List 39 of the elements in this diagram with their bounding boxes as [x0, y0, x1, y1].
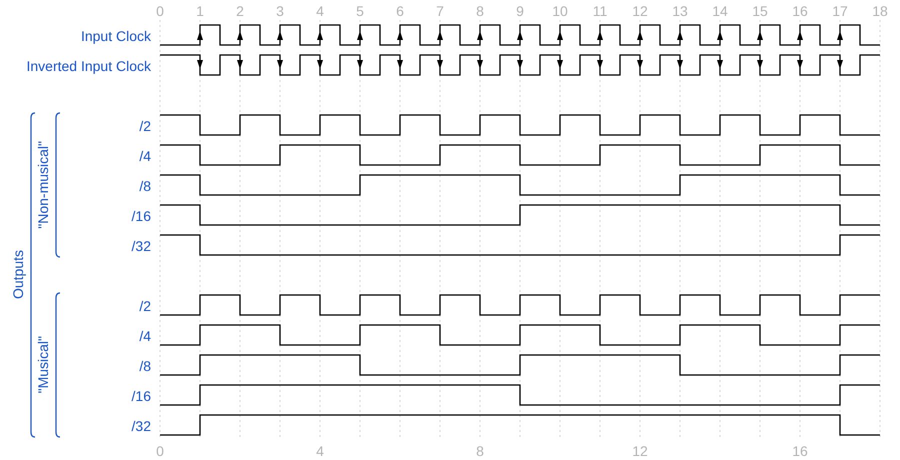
signal-label: Input Clock: [80, 28, 151, 44]
tick-label: 6: [396, 3, 404, 19]
signal-label: /2: [139, 118, 151, 134]
tick-label: 7: [436, 3, 444, 19]
group-label: "Non-musical": [35, 141, 51, 229]
tick-label: 1: [196, 3, 204, 19]
signal-label: /4: [139, 328, 151, 344]
tick-label: 12: [632, 443, 648, 459]
tick-label: 0: [156, 443, 164, 459]
signal-label: Inverted Input Clock: [26, 58, 151, 74]
signal-label: /16: [132, 388, 151, 404]
tick-label: 16: [792, 3, 808, 19]
tick-label: 8: [476, 3, 484, 19]
signal-label: /32: [132, 418, 151, 434]
tick-label: 11: [592, 3, 608, 19]
signal-label: /32: [132, 238, 151, 254]
tick-label: 0: [156, 3, 164, 19]
signal-label: /2: [139, 298, 151, 314]
tick-label: 8: [476, 443, 484, 459]
tick-label: 15: [752, 3, 768, 19]
tick-label: 3: [276, 3, 284, 19]
group-label: "Musical": [35, 336, 51, 394]
signal-label: /8: [139, 358, 151, 374]
tick-label: 9: [516, 3, 524, 19]
signal-label: /8: [139, 178, 151, 194]
tick-label: 13: [672, 3, 688, 19]
tick-label: 17: [832, 3, 848, 19]
group-label: Outputs: [10, 250, 26, 300]
tick-label: 2: [236, 3, 244, 19]
signal-label: /4: [139, 148, 151, 164]
tick-label: 16: [792, 443, 808, 459]
tick-label: 4: [316, 443, 324, 459]
signal-label: /16: [132, 208, 151, 224]
tick-label: 5: [356, 3, 364, 19]
tick-label: 10: [552, 3, 568, 19]
tick-label: 14: [712, 3, 728, 19]
tick-label: 4: [316, 3, 324, 19]
tick-label: 12: [632, 3, 648, 19]
tick-label: 18: [872, 3, 888, 19]
